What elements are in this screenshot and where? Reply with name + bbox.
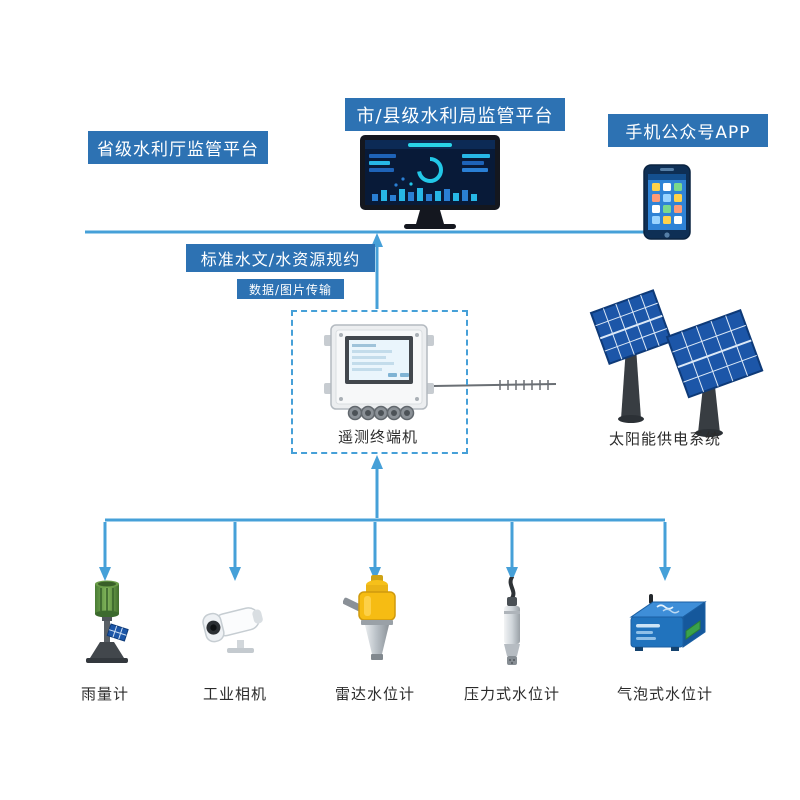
sensor-label-rain-gauge: 雨量计 <box>80 685 129 703</box>
solar-system-label: 太阳能供电系统 <box>608 430 721 448</box>
rtu-device <box>324 324 434 421</box>
radar-level-gauge-device <box>343 575 396 660</box>
transmission-label: 数据/图片传输 <box>237 279 344 299</box>
arrow-to-rain-gauge <box>99 522 111 581</box>
platform-city-county: 市/县级水利局监管平台 <box>345 98 565 131</box>
arrow-to-radar-gauge <box>369 522 381 581</box>
rtu-label: 遥测终端机 <box>337 428 418 446</box>
mobile-phone <box>643 164 691 240</box>
arrow-sensors-to-rtu <box>371 455 383 518</box>
sensor-label-bubble-gauge: 气泡式水位计 <box>616 685 713 703</box>
arrow-rtu-to-platforms <box>371 233 383 309</box>
sensor-label-industrial-camera: 工业相机 <box>202 685 267 703</box>
dashboard-monitor <box>360 135 500 229</box>
sensor-label-pressure-gauge: 压力式水位计 <box>463 685 560 703</box>
arrow-to-industrial-camera <box>229 522 241 581</box>
antenna-cable <box>433 380 557 390</box>
arrow-to-pressure-gauge <box>506 522 518 581</box>
rtu-dashed-region <box>291 310 468 454</box>
platform-mobile-app: 手机公众号APP <box>608 114 768 147</box>
industrial-camera-device <box>202 607 263 653</box>
protocol-label: 标准水文/水资源规约 <box>186 244 375 272</box>
sensor-label-radar-gauge: 雷达水位计 <box>334 685 415 703</box>
bubble-level-gauge-device <box>629 594 707 651</box>
solar-panels <box>589 289 764 437</box>
rain-gauge-device <box>86 580 129 663</box>
platform-provincial: 省级水利厅监管平台 <box>88 131 268 164</box>
pressure-level-sensor-device <box>504 577 520 665</box>
arrow-to-bubble-gauge <box>659 522 671 581</box>
